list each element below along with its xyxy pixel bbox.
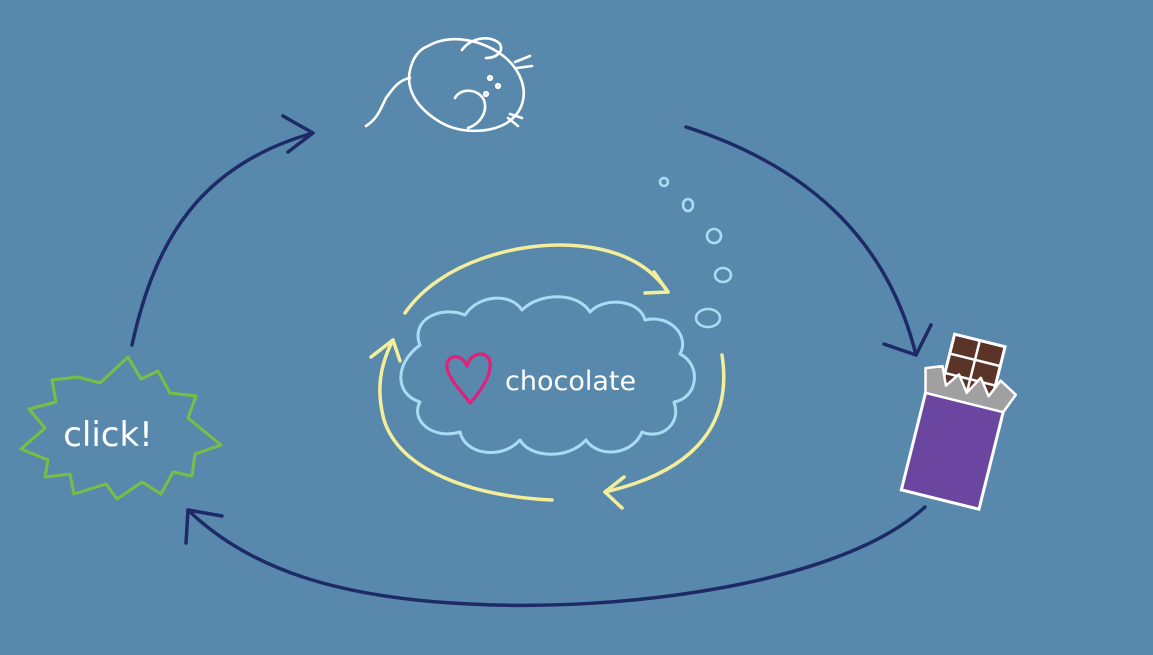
arrowhead-chocolate-to-click — [184, 508, 224, 545]
thought-bubbles — [658, 176, 733, 329]
mouse-icon — [364, 37, 534, 133]
inner-arrow-right — [603, 353, 726, 494]
inner-arrowhead-right — [603, 475, 626, 510]
thought-label: chocolate — [505, 366, 636, 397]
burst-icon — [19, 355, 223, 501]
arrowhead-mouse-to-chocolate — [882, 323, 933, 357]
inner-arrow-bottom-left — [378, 338, 554, 502]
thought-cloud-icon — [399, 295, 696, 456]
outer-cycle-arrows — [130, 114, 933, 608]
inner-arrow-top — [403, 243, 670, 315]
click-label: click! — [63, 415, 153, 455]
inner-arrowhead-bottom-left — [369, 338, 402, 363]
chocolate-bar-icon — [899, 332, 1018, 512]
arrow-mouse-to-chocolate — [684, 125, 918, 357]
heart-icon — [445, 352, 492, 405]
inner-cycle-arrows — [369, 243, 726, 510]
click-burst: click! — [19, 355, 223, 501]
inner-arrowhead-top — [643, 270, 670, 295]
arrow-chocolate-to-click — [186, 505, 927, 608]
arrowhead-click-to-mouse — [281, 114, 315, 154]
arrow-click-to-mouse — [130, 131, 315, 347]
thought-cloud: chocolate — [399, 295, 696, 456]
